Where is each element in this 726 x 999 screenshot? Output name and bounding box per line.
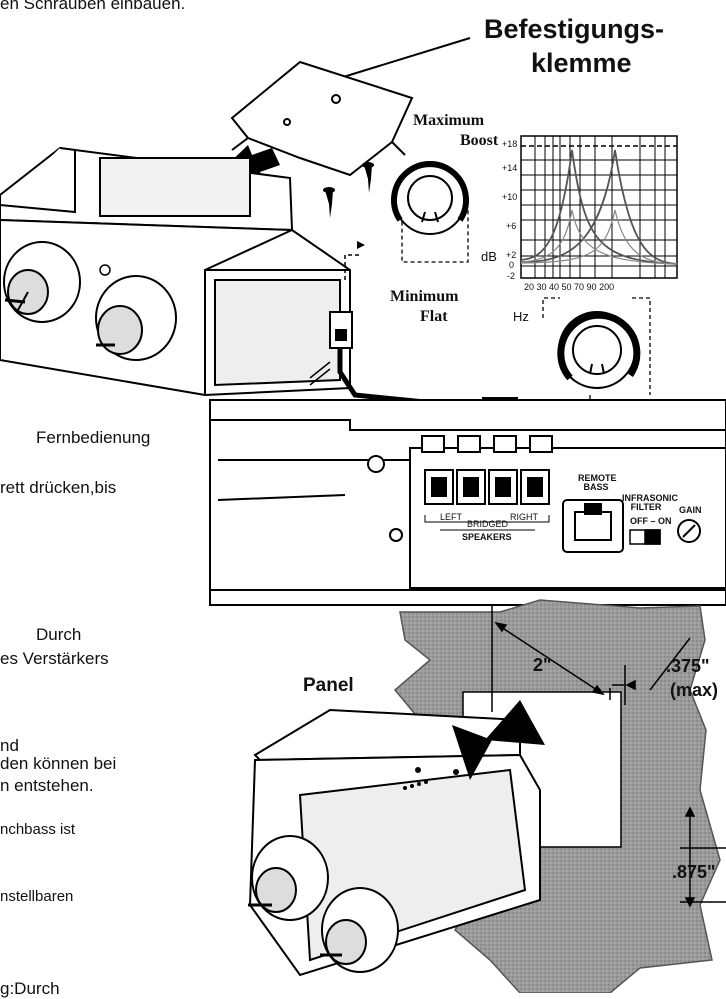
gain-control xyxy=(677,519,701,543)
infrasonic-switch xyxy=(629,529,661,545)
remote-knob xyxy=(320,887,399,973)
clamp-title-line2: klemme xyxy=(531,48,632,78)
dim-875-label: .875" xyxy=(672,862,716,882)
remote-bass-port xyxy=(562,499,624,553)
instruction-text-6: nd xyxy=(0,736,19,755)
graph-y-tick: +6 xyxy=(506,221,517,231)
graph-y-tick: +2 xyxy=(506,250,517,260)
amp-right-label: RIGHT xyxy=(510,512,538,522)
clamp-title-line1: Befestigungs- xyxy=(484,14,665,44)
remote-knob xyxy=(248,835,329,921)
clamp-leader-line xyxy=(339,37,471,79)
instruction-text-9: nchbass ist xyxy=(0,821,76,838)
amp-infrasonic-label: INFRASONIC FILTER xyxy=(622,493,678,512)
insert-arrow-icon xyxy=(485,700,545,745)
graph-y-tick: +14 xyxy=(502,163,518,173)
frequency-knob xyxy=(557,311,641,389)
panel-label: Panel xyxy=(303,675,354,696)
instruction-text-2: Fernbedienung xyxy=(36,428,151,447)
dimension-2in xyxy=(491,605,611,712)
db-label: dB xyxy=(481,249,497,264)
dim-375-label: .375" xyxy=(666,656,710,676)
hz-label: Hz xyxy=(513,309,529,324)
graph-y-tick: +10 xyxy=(502,192,518,202)
amp-left-label: LEFT xyxy=(440,512,463,522)
screw-icon xyxy=(323,187,335,218)
instruction-text-4: Durch xyxy=(36,625,82,644)
graph-y-tick: -2 xyxy=(507,271,516,281)
instruction-text-7: den können bei xyxy=(0,754,117,773)
remote-led-cluster xyxy=(403,767,459,790)
graph-y-tick: +18 xyxy=(502,139,518,149)
amp-bridged-label: BRIDGED xyxy=(467,519,509,529)
mounting-clamp xyxy=(230,60,414,177)
instruction-text-8: n entstehen. xyxy=(0,776,94,795)
dimension-875 xyxy=(680,806,726,908)
max-boost-label-2: Boost xyxy=(460,132,499,149)
max-boost-label-1: Maximum xyxy=(413,112,485,129)
amp-off-on-label: OFF – ON xyxy=(630,516,672,526)
remote-knob xyxy=(95,275,177,361)
amp-remote-bass-label: REMOTE BASS xyxy=(578,473,617,492)
min-flat-label-1: Minimum xyxy=(390,288,459,305)
graph-x-ticks: 20 30 40 50 70 90 200 xyxy=(524,282,615,292)
instruction-text-5: es Verstärkers xyxy=(0,649,109,668)
instruction-text-10: nstellbaren xyxy=(0,888,74,905)
speaker-terminal xyxy=(424,469,550,505)
amp-gain-label: GAIN xyxy=(679,505,702,515)
dimension-375 xyxy=(612,637,691,705)
dim-2in-label: 2" xyxy=(533,655,552,675)
rj-connector xyxy=(329,311,353,349)
min-flat-label-2: Flat xyxy=(420,308,448,325)
amp-speakers-label: SPEAKERS xyxy=(462,532,512,542)
remote-knob xyxy=(3,241,81,323)
instruction-text-1: en Schrauben einbauen. xyxy=(0,0,186,13)
instruction-text-3: rett drücken,bis xyxy=(0,478,117,497)
dim-max-label: (max) xyxy=(670,680,719,700)
boost-knob xyxy=(391,161,469,235)
screw-icon xyxy=(362,162,374,193)
graph-y-tick: 0 xyxy=(509,260,515,270)
frequency-response-graph xyxy=(520,135,678,279)
